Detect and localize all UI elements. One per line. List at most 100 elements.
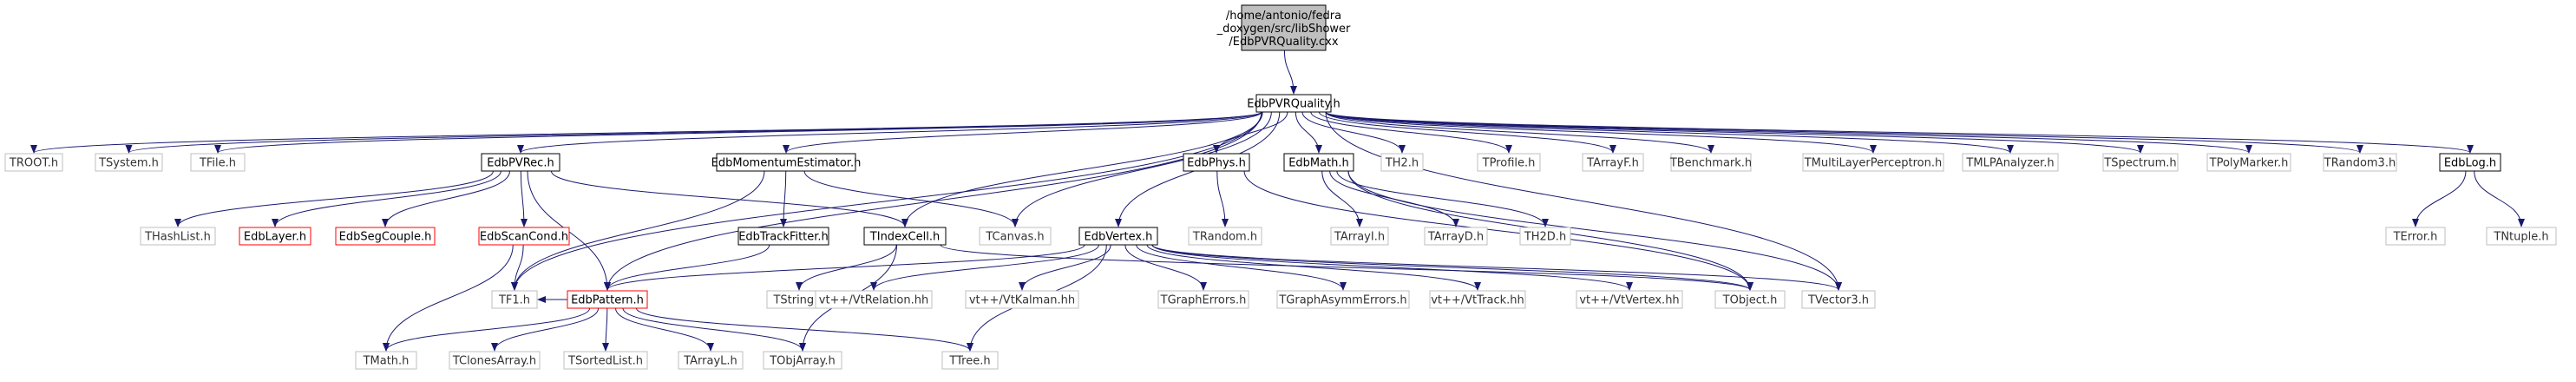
edge-edbpvrquality_h-to-trandom3_h	[1325, 111, 2363, 154]
node-box	[95, 153, 163, 172]
edge-edbmomentumestimator_h-to-edbtrackfitter_h	[780, 170, 788, 227]
node-edbpvrec-h[interactable]: EdbPVRec.h	[481, 153, 560, 172]
node-label: TRandom.h	[1192, 231, 1257, 244]
node-edbvertex-h[interactable]: EdbVertex.h	[1078, 227, 1158, 246]
node-label: EdbSegCouple.h	[339, 231, 432, 244]
edge-edblog_h-to-terror_h	[2412, 170, 2467, 227]
root-file-node[interactable]: /home/antonio/fedra _doxygen/src/libShow…	[1216, 4, 1351, 51]
node-label: TMLPAnalyzer.h	[1965, 157, 2054, 170]
edge-edbpvrquality_h-to-edbmomentumestimator_h	[783, 111, 1262, 154]
edge-edbvertex_h-to-vt_vtkalman_hh	[1019, 244, 1111, 291]
node-trandom-h: TRandom.h	[1188, 227, 1262, 246]
node-box	[1380, 153, 1424, 172]
edge-edbpvrquality_h-to-tprofile_h	[1310, 111, 1512, 154]
node-box	[1078, 227, 1158, 246]
node-label: THashList.h	[144, 231, 211, 244]
node-box	[567, 290, 648, 309]
node-label: TMath.h	[363, 355, 410, 368]
node-terror-h: TError.h	[2385, 227, 2446, 246]
node-box	[1801, 290, 1876, 309]
node-box	[355, 351, 417, 370]
node-label: TROOT.h	[9, 157, 58, 170]
node-edbmath-h[interactable]: EdbMath.h	[1283, 153, 1354, 172]
node-label: EdbPVRQuality.h	[1247, 98, 1340, 111]
node-edbphys-h[interactable]: EdbPhys.h	[1183, 153, 1250, 172]
node-box	[1188, 227, 1262, 246]
node-thashlist-h: THashList.h	[140, 227, 216, 246]
edge-edbmomentumestimator_h-to-tcanvas_h	[803, 170, 1019, 227]
node-vt-vttrack-hh: vt++/VtTrack.hh	[1429, 290, 1526, 309]
node-tindexcell-h[interactable]: TIndexCell.h	[863, 227, 947, 246]
edge-edbpvrquality_h-to-tbenchmark_h	[1325, 111, 1714, 154]
node-edblayer-h: EdbLayer.h	[239, 227, 311, 246]
node-box	[2439, 153, 2501, 172]
edge-edbpvrquality_h-to-tspectrum_h	[1325, 111, 2144, 154]
node-box	[449, 351, 541, 370]
node-label: TMultiLayerPerceptron.h	[1804, 157, 1943, 170]
node-box	[941, 351, 999, 370]
root-file-label-line-2: _doxygen/src/libShower	[1216, 23, 1351, 36]
node-box	[737, 227, 829, 246]
node-box	[1276, 290, 1410, 309]
edge-edbmath_h-to-tvector3_h	[1347, 170, 1842, 291]
edge-edbmomentumestimator_h-to-tf1_h	[511, 170, 765, 291]
node-box	[1582, 153, 1644, 172]
node-label: TError.h	[2393, 231, 2438, 244]
edge-edbpvrquality_h-to-edbpattern_h	[604, 111, 1262, 291]
node-box	[1802, 153, 1944, 172]
node-edbmomentumestimator-h[interactable]: EdbMomentumEstimator.h	[711, 153, 862, 172]
node-tpolymarker-h: TPolyMarker.h	[2206, 153, 2291, 172]
node-box	[1519, 227, 1571, 246]
node-vt-vtkalman-hh: vt++/VtKalman.hh	[965, 290, 1079, 309]
node-label: TArrayI.h	[1334, 231, 1385, 244]
edge-edbpattern_h-to-tclonesarray_h	[491, 307, 600, 352]
node-label: vt++/VtKalman.hh	[969, 294, 1075, 307]
node-edblog-h[interactable]: EdbLog.h	[2439, 153, 2501, 172]
node-tarrayd-h: TArrayD.h	[1424, 227, 1488, 246]
edge-edbvertex_h-to-vt_vtrelation_hh	[870, 244, 1099, 291]
edge-edbpvrquality_h-to-tmultilayerperceptron_h	[1325, 111, 1877, 154]
node-box	[140, 227, 216, 246]
edge-edbpvrquality_h-to-tfile_h	[214, 111, 1262, 154]
node-label: vt++/VtTrack.hh	[1431, 294, 1524, 307]
node-box	[1183, 153, 1250, 172]
node-box	[2102, 153, 2179, 172]
edge-edblog_h-to-tntuple_h	[2474, 170, 2525, 227]
node-label: TIndexCell.h	[869, 231, 940, 244]
node-edbpvrquality-h[interactable]: EdbPVRQuality.h	[1247, 94, 1340, 113]
node-tf1-h: TF1.h	[491, 290, 538, 309]
node-th2d-h: TH2D.h	[1519, 227, 1571, 246]
node-tobjarray-h: TObjArray.h	[763, 351, 842, 370]
node-label: TSpectrum.h	[2103, 157, 2176, 170]
edge-edbpvrquality_h-to-tindexcell_h	[901, 111, 1263, 227]
node-box	[563, 351, 648, 370]
edge-edbpattern_h-to-tsortedlist_h	[602, 307, 610, 352]
node-tbenchmark-h: TBenchmark.h	[1669, 153, 1752, 172]
node-th2-h: TH2.h	[1380, 153, 1424, 172]
node-label: TObject.h	[1722, 294, 1778, 307]
node-box	[491, 290, 538, 309]
node-label: TRandom3.h	[2324, 157, 2396, 170]
edge-edbvertex_h-to-tvector3_h	[1151, 244, 1842, 291]
node-edbtrackfitter-h[interactable]: EdbTrackFitter.h	[737, 227, 829, 246]
node-label: TH2D.h	[1524, 231, 1566, 244]
edge-edbmath_h-to-tarrayi_h	[1321, 170, 1363, 227]
node-label: EdbLayer.h	[244, 231, 306, 244]
node-box	[1255, 94, 1332, 113]
edge-edbpvrec_h-to-edbscancond_h	[520, 170, 528, 227]
node-box	[4, 153, 63, 172]
node-box	[979, 227, 1052, 246]
edge-edbpattern_h-to-tobjarray_h	[622, 307, 806, 352]
node-ttree-h: TTree.h	[941, 351, 999, 370]
edge-edbpattern_h-to-tarrayl_h	[615, 307, 714, 352]
edge-edbpvrquality_h-to-edblog_h	[1325, 111, 2474, 154]
node-label: TVector3.h	[1807, 294, 1869, 307]
edge-edbpvrquality_h-to-tcanvas_h	[1012, 111, 1272, 227]
node-tgrapherrors-h: TGraphErrors.h	[1157, 290, 1249, 309]
node-box	[1576, 290, 1683, 309]
node-label: TObjArray.h	[769, 355, 836, 368]
node-tarrayl-h: TArrayL.h	[678, 351, 744, 370]
edge-edbscancond_h-to-tf1_h	[511, 244, 524, 291]
